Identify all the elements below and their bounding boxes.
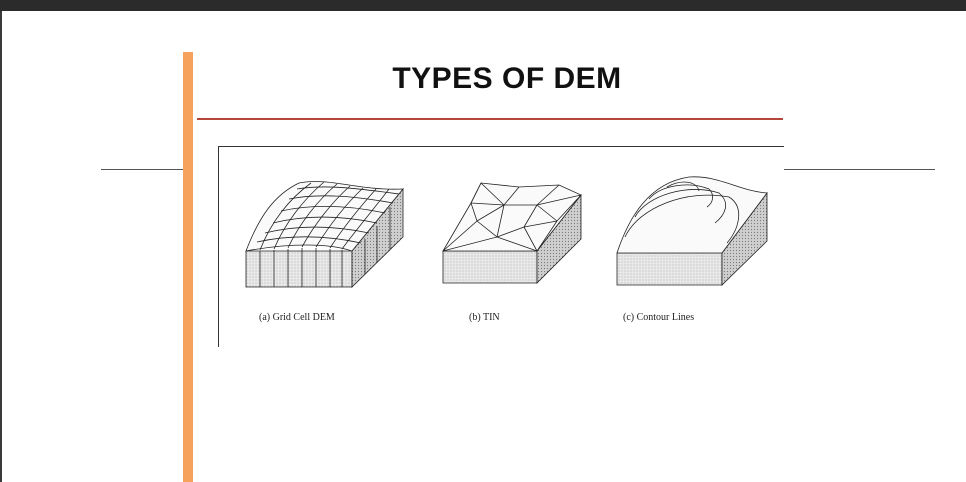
tin-illustration (442, 182, 582, 284)
divider-line-right (783, 169, 935, 170)
divider-line-left (101, 169, 183, 170)
caption-contour-lines: (c) Contour Lines (623, 312, 695, 323)
caption-tin: (b) TIN (469, 312, 500, 323)
window-top-bar (0, 0, 966, 11)
slide-accent-bar (183, 52, 193, 482)
caption-grid-cell-dem: (a) Grid Cell DEM (259, 312, 335, 323)
dem-illustrations (245, 176, 768, 288)
contour-lines-illustration (616, 176, 768, 286)
window-left-edge (0, 11, 2, 482)
dem-types-figure: (a) Grid Cell DEM (b) TIN (c) Contour Li… (218, 146, 784, 347)
slide-title: TYPES OF DEM (392, 62, 622, 95)
title-underline (197, 118, 783, 120)
grid-cell-dem-illustration (245, 181, 404, 288)
